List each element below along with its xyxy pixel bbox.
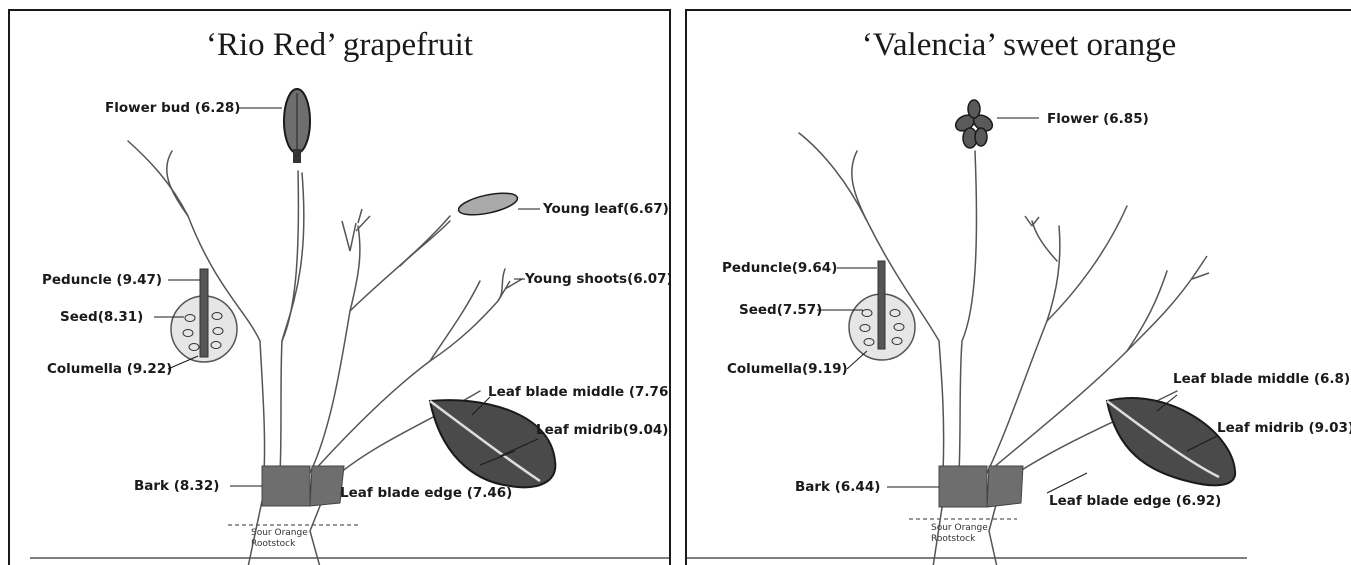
young-leaf-shape [457, 189, 519, 219]
label-flower: Flower (6.85) [1047, 111, 1149, 127]
young-shoots-sprig [342, 209, 522, 301]
flower-shape [953, 100, 995, 148]
panel-valencia: ‘Valencia’ sweet orange Sour Orange Root… [685, 9, 1351, 565]
label-bark: Bark (6.44) [795, 479, 880, 495]
rootstock-label-line1: Sour Orange [251, 528, 308, 538]
label-seed: Seed(8.31) [60, 309, 143, 325]
label-leaf-midrib: Leaf midrib (9.03) [1217, 420, 1351, 436]
rootstock-trunk [933, 501, 997, 565]
label-peduncle: Peduncle (9.47) [42, 272, 162, 288]
label-young-leaf: Young leaf(6.67) [542, 201, 669, 217]
label-seed: Seed(7.57) [739, 302, 822, 318]
fruit-cross-section [171, 269, 237, 362]
mature-leaf-shape [1107, 398, 1235, 485]
label-leaf-blade-middle: Leaf blade middle (7.76) [488, 384, 671, 400]
bark-patch [939, 466, 1023, 507]
rio-red-tree-diagram: Sour Orange Rootstock [10, 11, 671, 565]
bark-patch [262, 466, 344, 506]
label-columella: Columella (9.22) [47, 361, 172, 377]
mature-leaf-shape [430, 400, 555, 487]
label-leaf-midrib: Leaf midrib(9.04) [536, 422, 668, 438]
panel-rio-red: ‘Rio Red’ grapefruit Sour Orange Rootsto… [8, 9, 671, 565]
label-leaf-blade-edge: Leaf blade edge (7.46) [340, 485, 512, 501]
rootstock-label-line2: Rootstock [251, 539, 296, 549]
label-leaf-blade-edge: Leaf blade edge (6.92) [1049, 493, 1221, 509]
flower-bud-shape [284, 89, 310, 163]
label-peduncle: Peduncle(9.64) [722, 260, 837, 276]
label-bark: Bark (8.32) [134, 478, 219, 494]
label-columella: Columella(9.19) [727, 361, 848, 377]
label-leaf-blade-middle: Leaf blade middle (6.8) [1173, 371, 1350, 387]
label-flower-bud: Flower bud (6.28) [105, 100, 240, 116]
label-young-shoots: Young shoots(6.07) [524, 271, 671, 287]
valencia-tree-diagram: Sour Orange Rootstock [687, 11, 1351, 565]
